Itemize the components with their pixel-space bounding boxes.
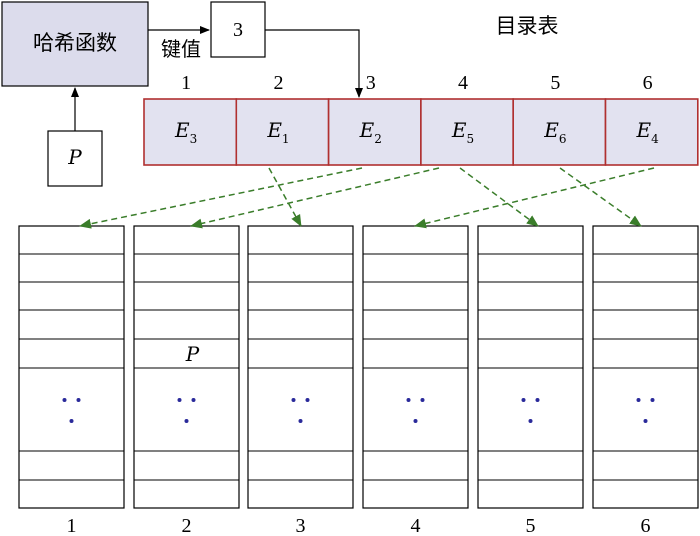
directory-pointer <box>79 167 363 229</box>
directory-pointer <box>559 167 642 227</box>
ellipsis-dot <box>184 419 189 423</box>
directory-index: 1 <box>181 72 191 94</box>
directory-pointers <box>79 167 655 229</box>
directory-cell <box>327 98 422 166</box>
directory-entry-subscript: 3 <box>190 132 198 146</box>
bucket <box>477 225 584 509</box>
ellipsis-dot <box>62 398 67 402</box>
bucket <box>247 225 354 509</box>
ellipsis-dot <box>76 398 81 402</box>
hash-function-label: 哈希函数 <box>33 31 117 55</box>
directory-index: 5 <box>550 72 560 94</box>
directory-index: 3 <box>366 72 376 94</box>
bucket-frame <box>18 225 125 509</box>
input-p-label: P <box>67 145 82 169</box>
directory-cell <box>143 98 238 166</box>
bucket-number: 5 <box>526 515 536 536</box>
ellipsis-dot <box>413 419 418 423</box>
directory-entry-subscript: 4 <box>651 132 659 146</box>
key-to-directory-arrow <box>265 29 363 98</box>
bucket <box>592 225 699 509</box>
directory-index: 4 <box>458 72 468 94</box>
directory-title: 目录表 <box>496 14 559 38</box>
input-p-node: P <box>47 130 103 187</box>
bucket <box>18 225 125 509</box>
ellipsis-dot <box>406 398 411 402</box>
bucket <box>362 225 469 509</box>
directory-cell <box>604 98 699 166</box>
ellipsis-dot <box>650 398 655 402</box>
ellipsis-dot <box>528 419 533 423</box>
directory-entry-subscript: 2 <box>374 132 382 146</box>
bucket-number: 3 <box>296 515 306 536</box>
directory-indices: 1 2 3 4 5 6 <box>181 72 653 94</box>
bucket-number: 4 <box>411 515 421 536</box>
key-value-number: 3 <box>233 19 243 41</box>
ellipsis-dot <box>69 419 74 423</box>
directory-entry-subscript: 5 <box>467 132 475 146</box>
directory-cell <box>420 98 514 166</box>
ellipsis-dot <box>305 398 310 402</box>
directory-index: 2 <box>273 72 283 94</box>
bucket-number: 2 <box>182 515 192 536</box>
key-value-label: 键值 <box>161 37 201 61</box>
ellipsis-dot <box>420 398 425 402</box>
ellipsis-dot <box>636 398 641 402</box>
directory-entry-subscript: 6 <box>559 132 567 146</box>
ellipsis-dot <box>177 398 182 402</box>
bucket: P <box>133 225 240 509</box>
bucket-frame <box>477 225 584 509</box>
ellipsis-dot <box>535 398 540 402</box>
bucket-frame <box>592 225 699 509</box>
bucket-frame <box>133 225 240 509</box>
bucket-frame <box>247 225 354 509</box>
ellipsis-dot <box>643 419 648 423</box>
directory-pointer <box>268 167 302 227</box>
key-value-node: 3 <box>210 1 266 58</box>
bucket-labels: 1 2 3 4 5 6 <box>67 515 651 536</box>
directory-pointer <box>459 167 539 227</box>
bucket-number: 1 <box>67 515 77 536</box>
directory-pointer <box>190 167 440 229</box>
directory-pointer <box>414 167 655 229</box>
ellipsis-dot <box>298 419 303 423</box>
bucket-frame <box>362 225 469 509</box>
ellipsis-dot <box>191 398 196 402</box>
directory-index: 6 <box>643 72 653 94</box>
ellipsis-dot <box>521 398 526 402</box>
bucket-record-label: P <box>185 342 200 366</box>
directory-entry-subscript: 1 <box>282 132 290 146</box>
ellipsis-dot <box>291 398 296 402</box>
directory-cell <box>235 98 330 166</box>
bucket-number: 6 <box>641 515 651 536</box>
hash-function-node: 哈希函数 <box>1 1 149 87</box>
buckets: P <box>18 225 699 509</box>
